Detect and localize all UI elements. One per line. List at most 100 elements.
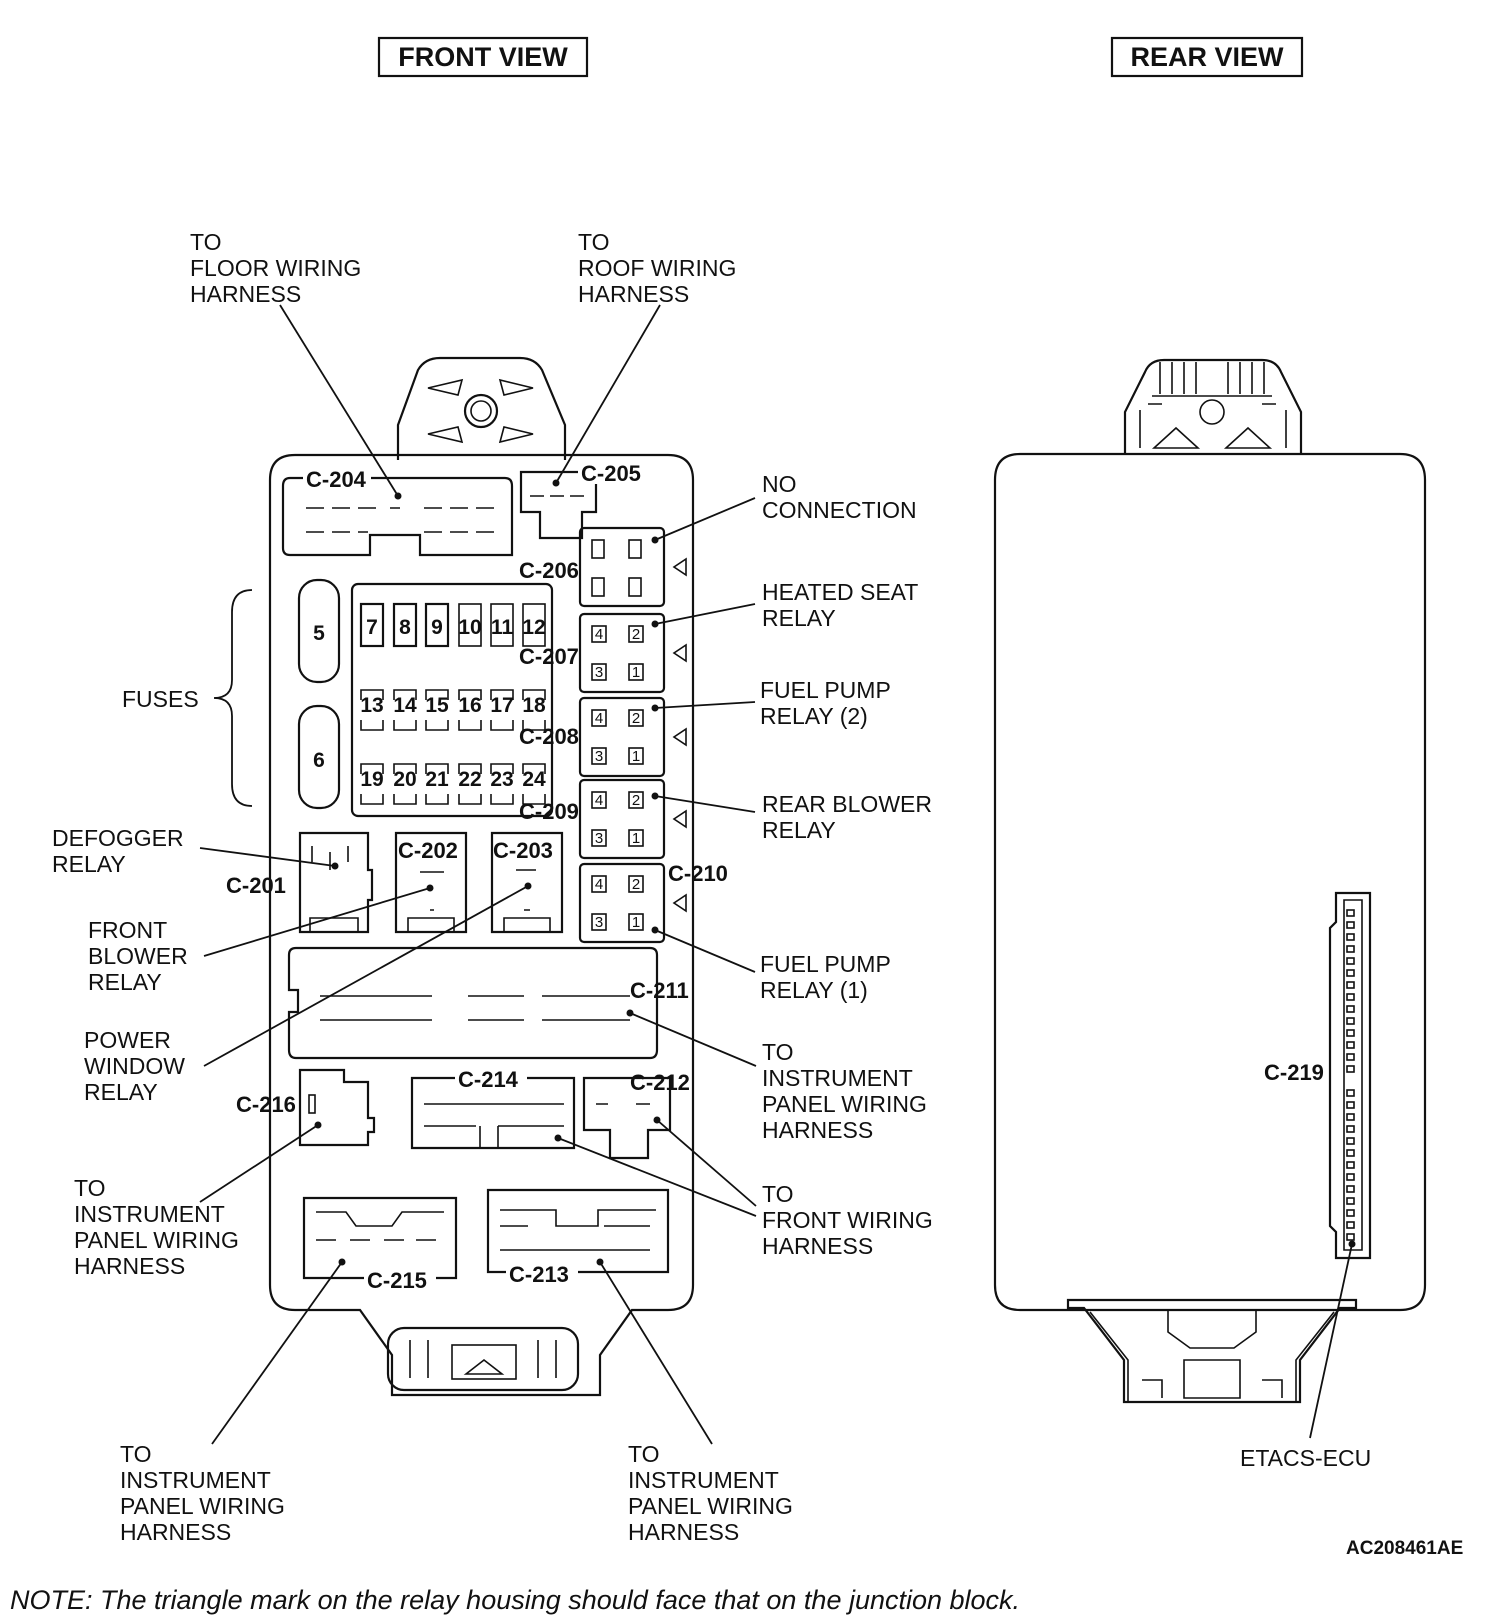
fuse-9: 9 <box>424 602 450 648</box>
c208-label: C-208 <box>519 724 579 749</box>
svg-text:C-215: C-215 <box>367 1268 427 1293</box>
connector-c203: C-203 <box>490 831 564 934</box>
fuse-8: 8 <box>392 602 418 648</box>
rear-view-title: REAR VIEW <box>1110 36 1304 78</box>
fuse-label: 14 <box>393 694 417 717</box>
fuse-label: 9 <box>431 616 443 639</box>
fuse-19: 19 <box>360 763 384 805</box>
relay-pin-label: 4 <box>595 626 603 643</box>
relay-pin-label: 1 <box>632 914 640 931</box>
svg-text:C-211: C-211 <box>630 978 689 1003</box>
front-junction-block <box>268 356 695 1397</box>
fuse-label: 12 <box>522 616 545 639</box>
relay-pin-label: 2 <box>632 876 640 893</box>
fuse-label: 10 <box>458 616 481 639</box>
relay-pin-label: 2 <box>632 792 640 809</box>
connector-c204: C-204 <box>281 464 514 557</box>
fuse-label: 20 <box>393 768 416 791</box>
fuse-22: 22 <box>458 763 482 805</box>
relay-pin-label: 2 <box>632 626 640 643</box>
fuses-bracket: FUSES <box>122 589 253 807</box>
connector-c213: C-213 <box>486 1188 670 1287</box>
svg-text:C-212: C-212 <box>630 1070 690 1095</box>
fuse-12: 12 <box>522 603 546 647</box>
fuse-label: 19 <box>360 768 383 791</box>
relay-pin-label: 3 <box>595 830 603 847</box>
c207-label: C-207 <box>519 644 579 669</box>
svg-text:5: 5 <box>313 622 325 645</box>
fuse-13: 13 <box>360 689 384 731</box>
fuse-label: 22 <box>458 768 481 791</box>
relay-pin-label: 1 <box>632 748 640 765</box>
fuse-label: 23 <box>490 768 513 791</box>
svg-text:C-219: C-219 <box>1264 1060 1324 1085</box>
relay-slot-c206 <box>578 526 687 608</box>
svg-text:C-201: C-201 <box>226 873 286 898</box>
fuse-17: 17 <box>490 689 514 731</box>
fuse-7: 7 <box>359 602 385 648</box>
orientation-triangle <box>672 727 687 747</box>
svg-text:C-213: C-213 <box>509 1262 569 1287</box>
svg-text:FUSES: FUSES <box>122 686 199 712</box>
relay-pin-label: 1 <box>632 664 640 681</box>
connector-c214: C-214 <box>410 1064 576 1150</box>
svg-text:C-204: C-204 <box>306 467 367 492</box>
connector-c201: C-201 <box>226 831 374 934</box>
connector-c211: C-211 <box>287 946 689 1060</box>
connector-c202: C-202 <box>394 831 468 934</box>
orientation-triangle <box>672 557 687 577</box>
front-view-title: FRONT VIEW <box>377 36 589 78</box>
relay-pin-label: 3 <box>595 914 603 931</box>
fuse-16: 16 <box>458 689 482 731</box>
fuse-label: 21 <box>425 768 449 791</box>
fuse-label: 17 <box>490 694 513 717</box>
relay-pin-label: 1 <box>632 830 640 847</box>
svg-text:ETACS-ECU: ETACS-ECU <box>1240 1445 1371 1471</box>
fuse-label: 24 <box>522 768 546 791</box>
fuse-24: 24 <box>522 763 546 805</box>
connector-c205: C-205 <box>519 458 650 540</box>
fuse-11: 11 <box>490 603 514 647</box>
svg-text:C-202: C-202 <box>398 838 458 863</box>
c209-label: C-209 <box>519 799 579 824</box>
fuse-label: 15 <box>425 694 449 717</box>
c210-label: C-210 <box>668 861 728 886</box>
fuse-label: 13 <box>360 694 383 717</box>
fuse-20: 20 <box>393 763 417 805</box>
relay-pin-label: 3 <box>595 748 603 765</box>
fuse-15: 15 <box>425 689 449 731</box>
fuse-18: 18 <box>522 689 546 731</box>
fuse-label: 11 <box>491 616 514 639</box>
svg-text:REAR VIEW: REAR VIEW <box>1130 42 1284 72</box>
